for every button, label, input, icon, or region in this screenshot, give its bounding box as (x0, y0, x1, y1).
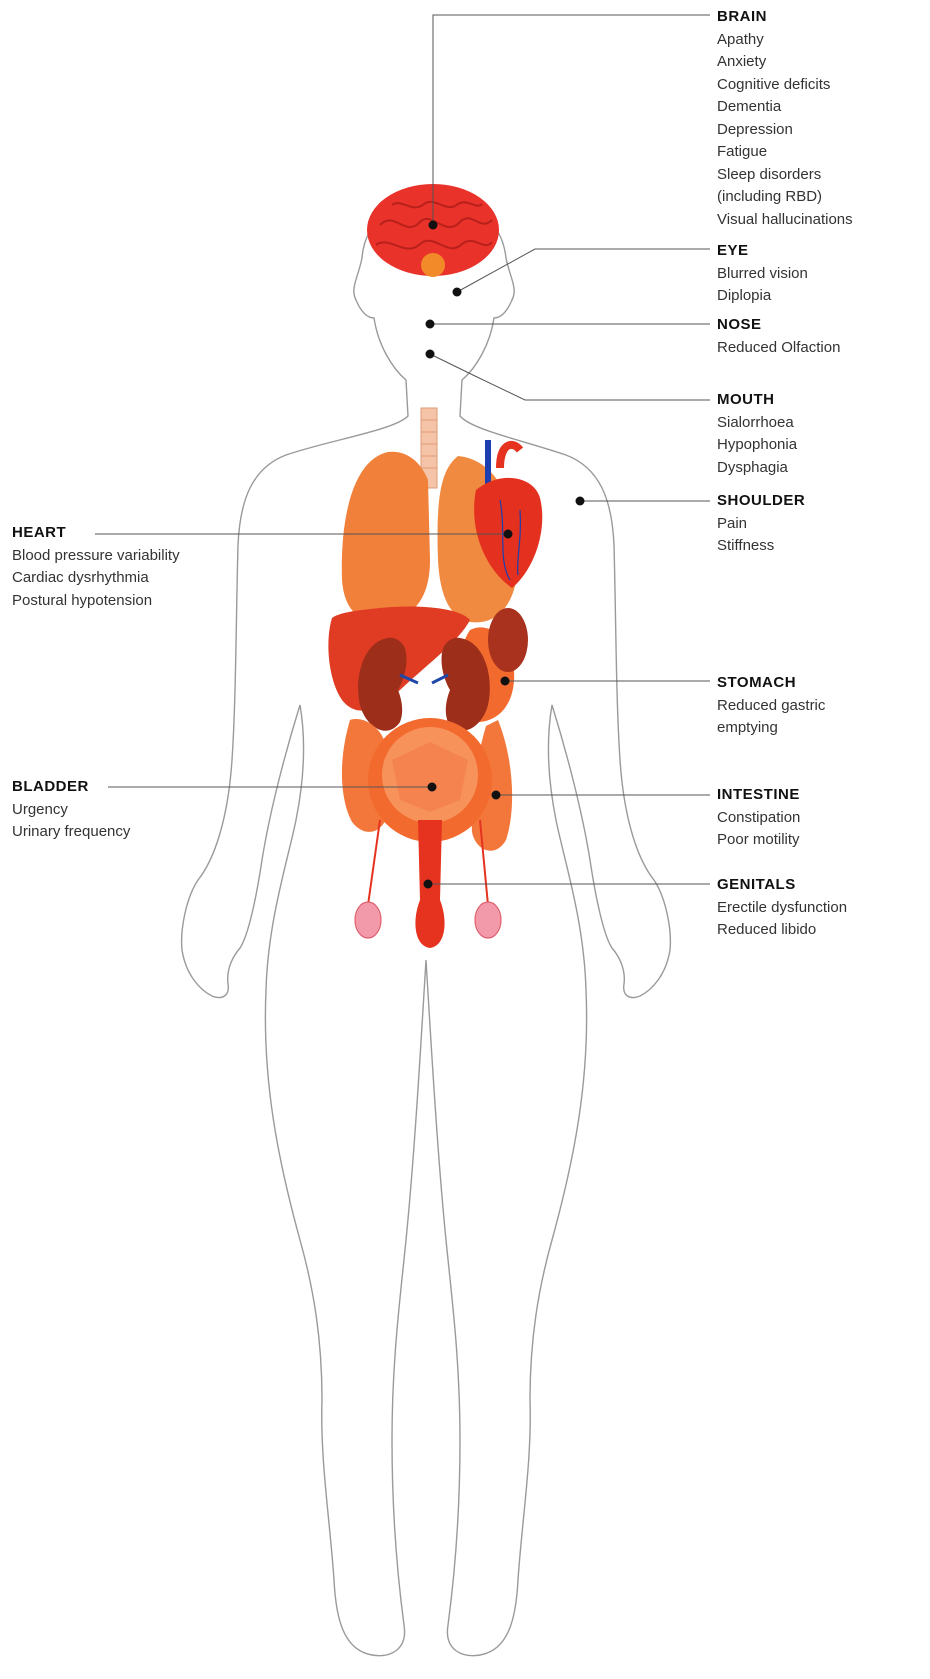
genitals-dot (424, 880, 433, 889)
genitals-label: GENITALS Erectile dysfunction Reduced li… (717, 874, 847, 942)
brain-item: Anxiety (717, 51, 853, 74)
bladder-item: Urgency (12, 799, 130, 822)
heart-item: Cardiac dysrhythmia (12, 567, 180, 590)
bladder-dot (428, 783, 437, 792)
mouth-item: Hypophonia (717, 434, 797, 457)
heart-title: HEART (12, 522, 180, 545)
spleen (488, 608, 528, 672)
brain-leader (433, 15, 710, 225)
intestine-label: INTESTINE Constipation Poor motility (717, 784, 800, 852)
genitals-title: GENITALS (717, 874, 847, 897)
stomach-label: STOMACH Reduced gastric emptying (717, 672, 825, 740)
heart-dot (504, 530, 513, 539)
brain-item: Visual hallucinations (717, 209, 853, 232)
eye-item: Blurred vision (717, 263, 808, 286)
stomach-title: STOMACH (717, 672, 825, 695)
eye-title: EYE (717, 240, 808, 263)
mouth-item: Dysphagia (717, 457, 797, 480)
eye-label: EYE Blurred vision Diplopia (717, 240, 808, 308)
bladder-item: Urinary frequency (12, 821, 130, 844)
nose-dot (426, 320, 435, 329)
shoulder-label: SHOULDER Pain Stiffness (717, 490, 805, 558)
stomach-dot (501, 677, 510, 686)
eye-item: Diplopia (717, 285, 808, 308)
genitals-item: Reduced libido (717, 919, 847, 942)
brain-label: BRAIN Apathy Anxiety Cognitive deficits … (717, 6, 853, 231)
brain-title: BRAIN (717, 6, 853, 29)
intestine-item: Constipation (717, 807, 800, 830)
stomach-item: emptying (717, 717, 825, 740)
brain-item: Depression (717, 119, 853, 142)
intestine-dot (492, 791, 501, 800)
brain-item: Cognitive deficits (717, 74, 853, 97)
left-spermatic-cord (368, 820, 380, 905)
shoulder-item: Stiffness (717, 535, 805, 558)
right-lung (342, 452, 430, 623)
nose-title: NOSE (717, 314, 840, 337)
brain-item: Sleep disorders (717, 164, 853, 187)
intestine-title: INTESTINE (717, 784, 800, 807)
left-testis (355, 902, 381, 938)
genitals-item: Erectile dysfunction (717, 897, 847, 920)
shoulder-title: SHOULDER (717, 490, 805, 513)
intestine-item: Poor motility (717, 829, 800, 852)
heart-label: HEART Blood pressure variability Cardiac… (12, 522, 180, 612)
mouth-title: MOUTH (717, 389, 797, 412)
shoulder-dot (576, 497, 585, 506)
mouth-item: Sialorrhoea (717, 412, 797, 435)
brain-item: Apathy (717, 29, 853, 52)
nose-label: NOSE Reduced Olfaction (717, 314, 840, 359)
stomach-item: Reduced gastric (717, 695, 825, 718)
bladder-title: BLADDER (12, 776, 130, 799)
mouth-label: MOUTH Sialorrhoea Hypophonia Dysphagia (717, 389, 797, 479)
brain-item: Dementia (717, 96, 853, 119)
eye-dot (453, 288, 462, 297)
heart-item: Blood pressure variability (12, 545, 180, 568)
brain-item: (including RBD) (717, 186, 853, 209)
nose-item: Reduced Olfaction (717, 337, 840, 360)
eye-leader (457, 249, 710, 292)
shoulder-item: Pain (717, 513, 805, 536)
brain-dot (429, 221, 438, 230)
mouth-leader (430, 354, 710, 400)
heart-item: Postural hypotension (12, 590, 180, 613)
right-testis (475, 902, 501, 938)
bladder-label: BLADDER Urgency Urinary frequency (12, 776, 130, 844)
brain-item: Fatigue (717, 141, 853, 164)
mouth-dot (426, 350, 435, 359)
